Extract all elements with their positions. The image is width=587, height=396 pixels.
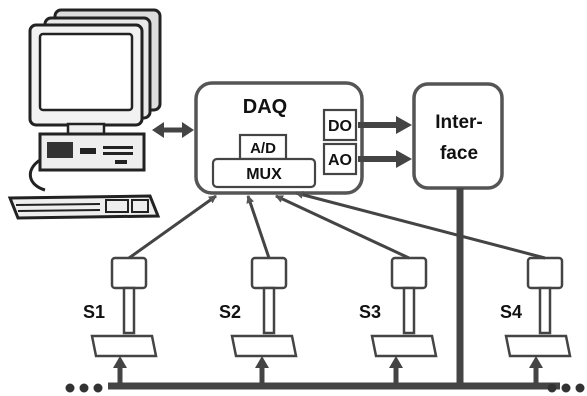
s2-signal-line <box>246 195 271 259</box>
ao-arrow <box>358 150 412 168</box>
interface-label-line1: Inter- <box>435 112 483 133</box>
sensor-signal-lines <box>128 190 546 260</box>
sensor-s1: S1 <box>83 256 158 384</box>
s4-signal-line <box>295 190 546 260</box>
mux-label: MUX <box>246 166 282 183</box>
sensor-s2-label: S2 <box>219 302 241 322</box>
interface-label-line2: face <box>440 143 478 164</box>
sensor-s3: S3 <box>359 256 438 384</box>
sensor-s1-label: S1 <box>83 302 105 322</box>
computer-daq-link <box>152 122 194 138</box>
ad-converter: A/D <box>238 133 288 161</box>
ao-label: AO <box>328 152 352 169</box>
s1-signal-line <box>128 194 217 260</box>
interface-box: Inter- face <box>412 82 504 190</box>
mux-block: MUX <box>211 157 317 189</box>
daq-title: DAQ <box>243 96 287 118</box>
sensor-s4-label: S4 <box>500 302 522 322</box>
computer-icon <box>7 8 162 220</box>
do-output: DO <box>322 108 358 142</box>
ao-output: AO <box>322 142 358 176</box>
bottom-bus <box>65 382 585 393</box>
do-arrow <box>358 116 412 134</box>
sensor-s3-label: S3 <box>359 302 381 322</box>
ad-label: A/D <box>250 140 276 157</box>
s3-signal-line <box>275 194 410 260</box>
do-label: DO <box>328 118 352 135</box>
daq-box: DAQ A/D MUX DO AO <box>194 81 364 195</box>
sensor-s4: S4 <box>500 256 572 384</box>
sensor-s2: S2 <box>219 256 298 384</box>
